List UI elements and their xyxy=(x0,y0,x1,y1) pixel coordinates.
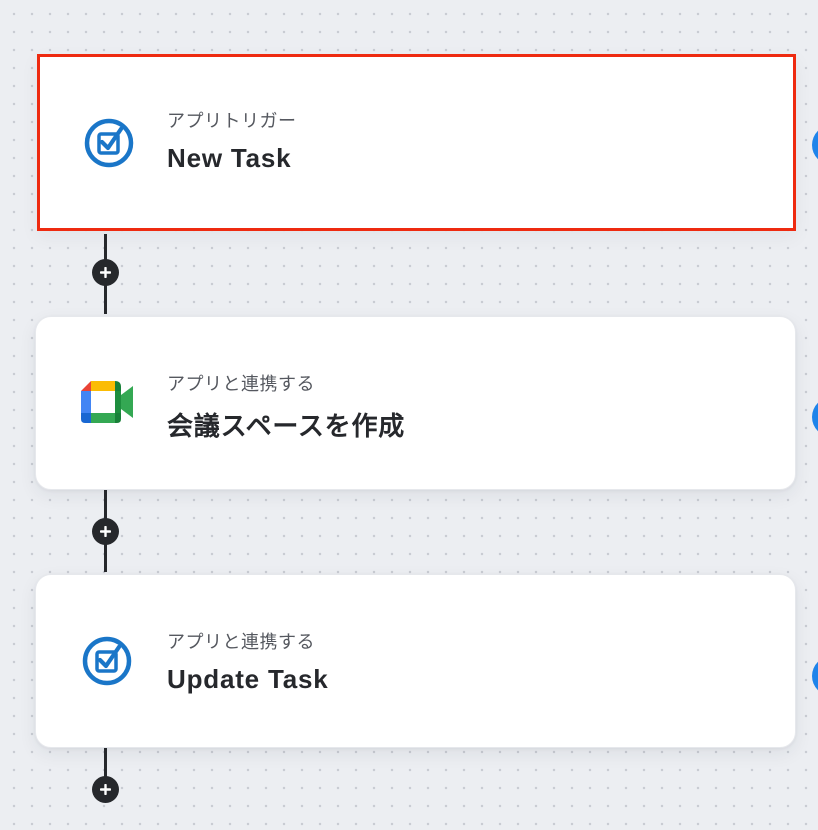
task-checkbox-icon xyxy=(80,114,138,172)
flow-step-card-trigger[interactable]: アプリトリガー New Task xyxy=(37,54,796,231)
task-checkbox-icon xyxy=(78,632,136,690)
step-type-label: アプリと連携する xyxy=(167,632,315,652)
add-step-button[interactable] xyxy=(92,776,119,803)
plus-icon xyxy=(100,784,111,795)
plus-icon xyxy=(100,267,111,278)
flow-step-card-update-task[interactable]: アプリと連携する Update Task xyxy=(35,574,796,748)
add-step-button[interactable] xyxy=(92,259,119,286)
add-step-button[interactable] xyxy=(92,518,119,545)
step-title: New Task xyxy=(167,143,292,173)
step-title: Update Task xyxy=(167,664,329,694)
flow-connector-line xyxy=(104,748,107,788)
side-handle-dot[interactable] xyxy=(812,397,818,437)
step-type-label: アプリトリガー xyxy=(167,111,297,131)
side-handle-dot[interactable] xyxy=(812,656,818,696)
google-meet-icon xyxy=(78,374,136,432)
step-type-label: アプリと連携する xyxy=(167,374,315,394)
side-handle-dot[interactable] xyxy=(812,125,818,165)
flow-step-card-create-meeting-space[interactable]: アプリと連携する 会議スペースを作成 xyxy=(35,316,796,490)
plus-icon xyxy=(100,526,111,537)
step-title: 会議スペースを作成 xyxy=(167,411,406,441)
